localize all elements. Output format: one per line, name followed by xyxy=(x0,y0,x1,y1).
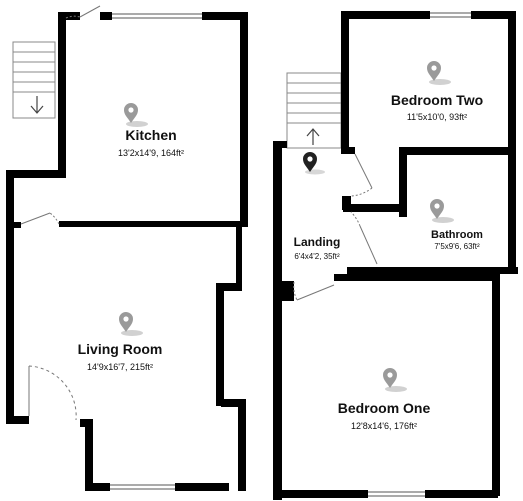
location-pin-icon xyxy=(383,368,407,392)
dark-location-pin-icon xyxy=(303,152,325,175)
arrow-down-icon xyxy=(30,96,44,114)
room-name: Living Room xyxy=(78,341,163,357)
first-floor-doors xyxy=(293,153,378,301)
room-name: Bedroom One xyxy=(338,400,431,416)
room-bathroom: Bathroom 7'5x9'6, 63ft² xyxy=(430,199,483,251)
stairs-ground-floor xyxy=(12,41,56,119)
location-pin-icon xyxy=(124,103,148,127)
room-dimensions: 13'2x14'9, 164ft² xyxy=(118,148,184,158)
location-pin-icon xyxy=(430,199,454,223)
room-name: Bathroom xyxy=(431,229,483,241)
first-floor-walls xyxy=(273,11,518,500)
room-living-room: Living Room 14'9x16'7, 215ft² xyxy=(78,312,163,372)
room-bedroom-one: Bedroom One 12'8x14'6, 176ft² xyxy=(338,368,431,431)
room-name: Bedroom Two xyxy=(391,92,483,108)
room-kitchen: Kitchen 13'2x14'9, 164ft² xyxy=(118,103,184,158)
room-bedroom-two: Bedroom Two 11'5x10'0, 93ft² xyxy=(391,61,483,122)
room-dimensions: 7'5x9'6, 63ft² xyxy=(434,242,480,251)
room-landing: Landing 6'4x4'2, 35ft² xyxy=(294,235,341,261)
ground-floor: Kitchen 13'2x14'9, 164ft² Living Room 14… xyxy=(6,5,248,491)
ground-floor-walls xyxy=(6,12,248,491)
room-dimensions: 12'8x14'6, 176ft² xyxy=(351,421,417,431)
stairs-first-floor xyxy=(286,72,342,149)
first-floor-windows xyxy=(368,12,471,497)
ground-floor-windows xyxy=(110,13,202,490)
ground-floor-doors xyxy=(20,5,101,421)
location-pin-icon xyxy=(427,61,451,85)
arrow-up-icon xyxy=(306,128,320,145)
room-dimensions: 11'5x10'0, 93ft² xyxy=(407,112,467,122)
room-name: Kitchen xyxy=(125,127,176,143)
room-dimensions: 14'9x16'7, 215ft² xyxy=(87,362,153,372)
room-name: Landing xyxy=(294,235,341,249)
room-dimensions: 6'4x4'2, 35ft² xyxy=(294,252,340,261)
first-floor: Bedroom Two 11'5x10'0, 93ft² Bathroom 7'… xyxy=(273,11,518,500)
location-pin-icon xyxy=(119,312,143,336)
